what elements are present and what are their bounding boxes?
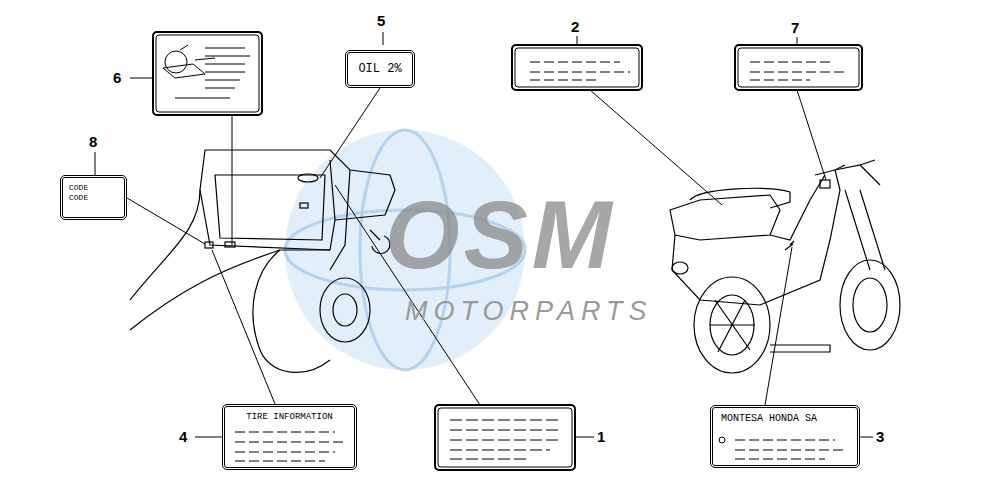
callout-number: 7: [791, 19, 799, 36]
sticker-text: MONTESA HONDA SA: [721, 413, 849, 425]
callout-number: 4: [179, 428, 187, 445]
callout-number: 8: [89, 133, 97, 150]
callout-number: 1: [597, 428, 605, 445]
sticker-frames: [153, 32, 862, 470]
sticker-label: CODECODE: [60, 175, 127, 220]
callout-number: 5: [377, 12, 385, 29]
callout-number: 3: [876, 428, 884, 445]
callout-number: 2: [571, 18, 579, 35]
sticker-text: TIRE INFORMATION: [231, 412, 348, 423]
callout-number: 6: [113, 69, 121, 86]
sticker-label: OIL 2%: [345, 50, 415, 88]
watermark: MOTORPARTS: [405, 296, 653, 327]
sticker-label: TIRE INFORMATION: [222, 404, 357, 470]
sticker-text: CODE: [69, 183, 118, 193]
watermark: OSM: [385, 180, 616, 290]
sticker-text: OIL 2%: [358, 62, 401, 76]
sticker-text: CODE: [69, 193, 118, 203]
sticker-label: MONTESA HONDA SA: [710, 405, 860, 468]
scooter-rear-closeup: [130, 150, 395, 372]
leader-lines: [95, 32, 873, 437]
scooter-full: [670, 160, 900, 373]
